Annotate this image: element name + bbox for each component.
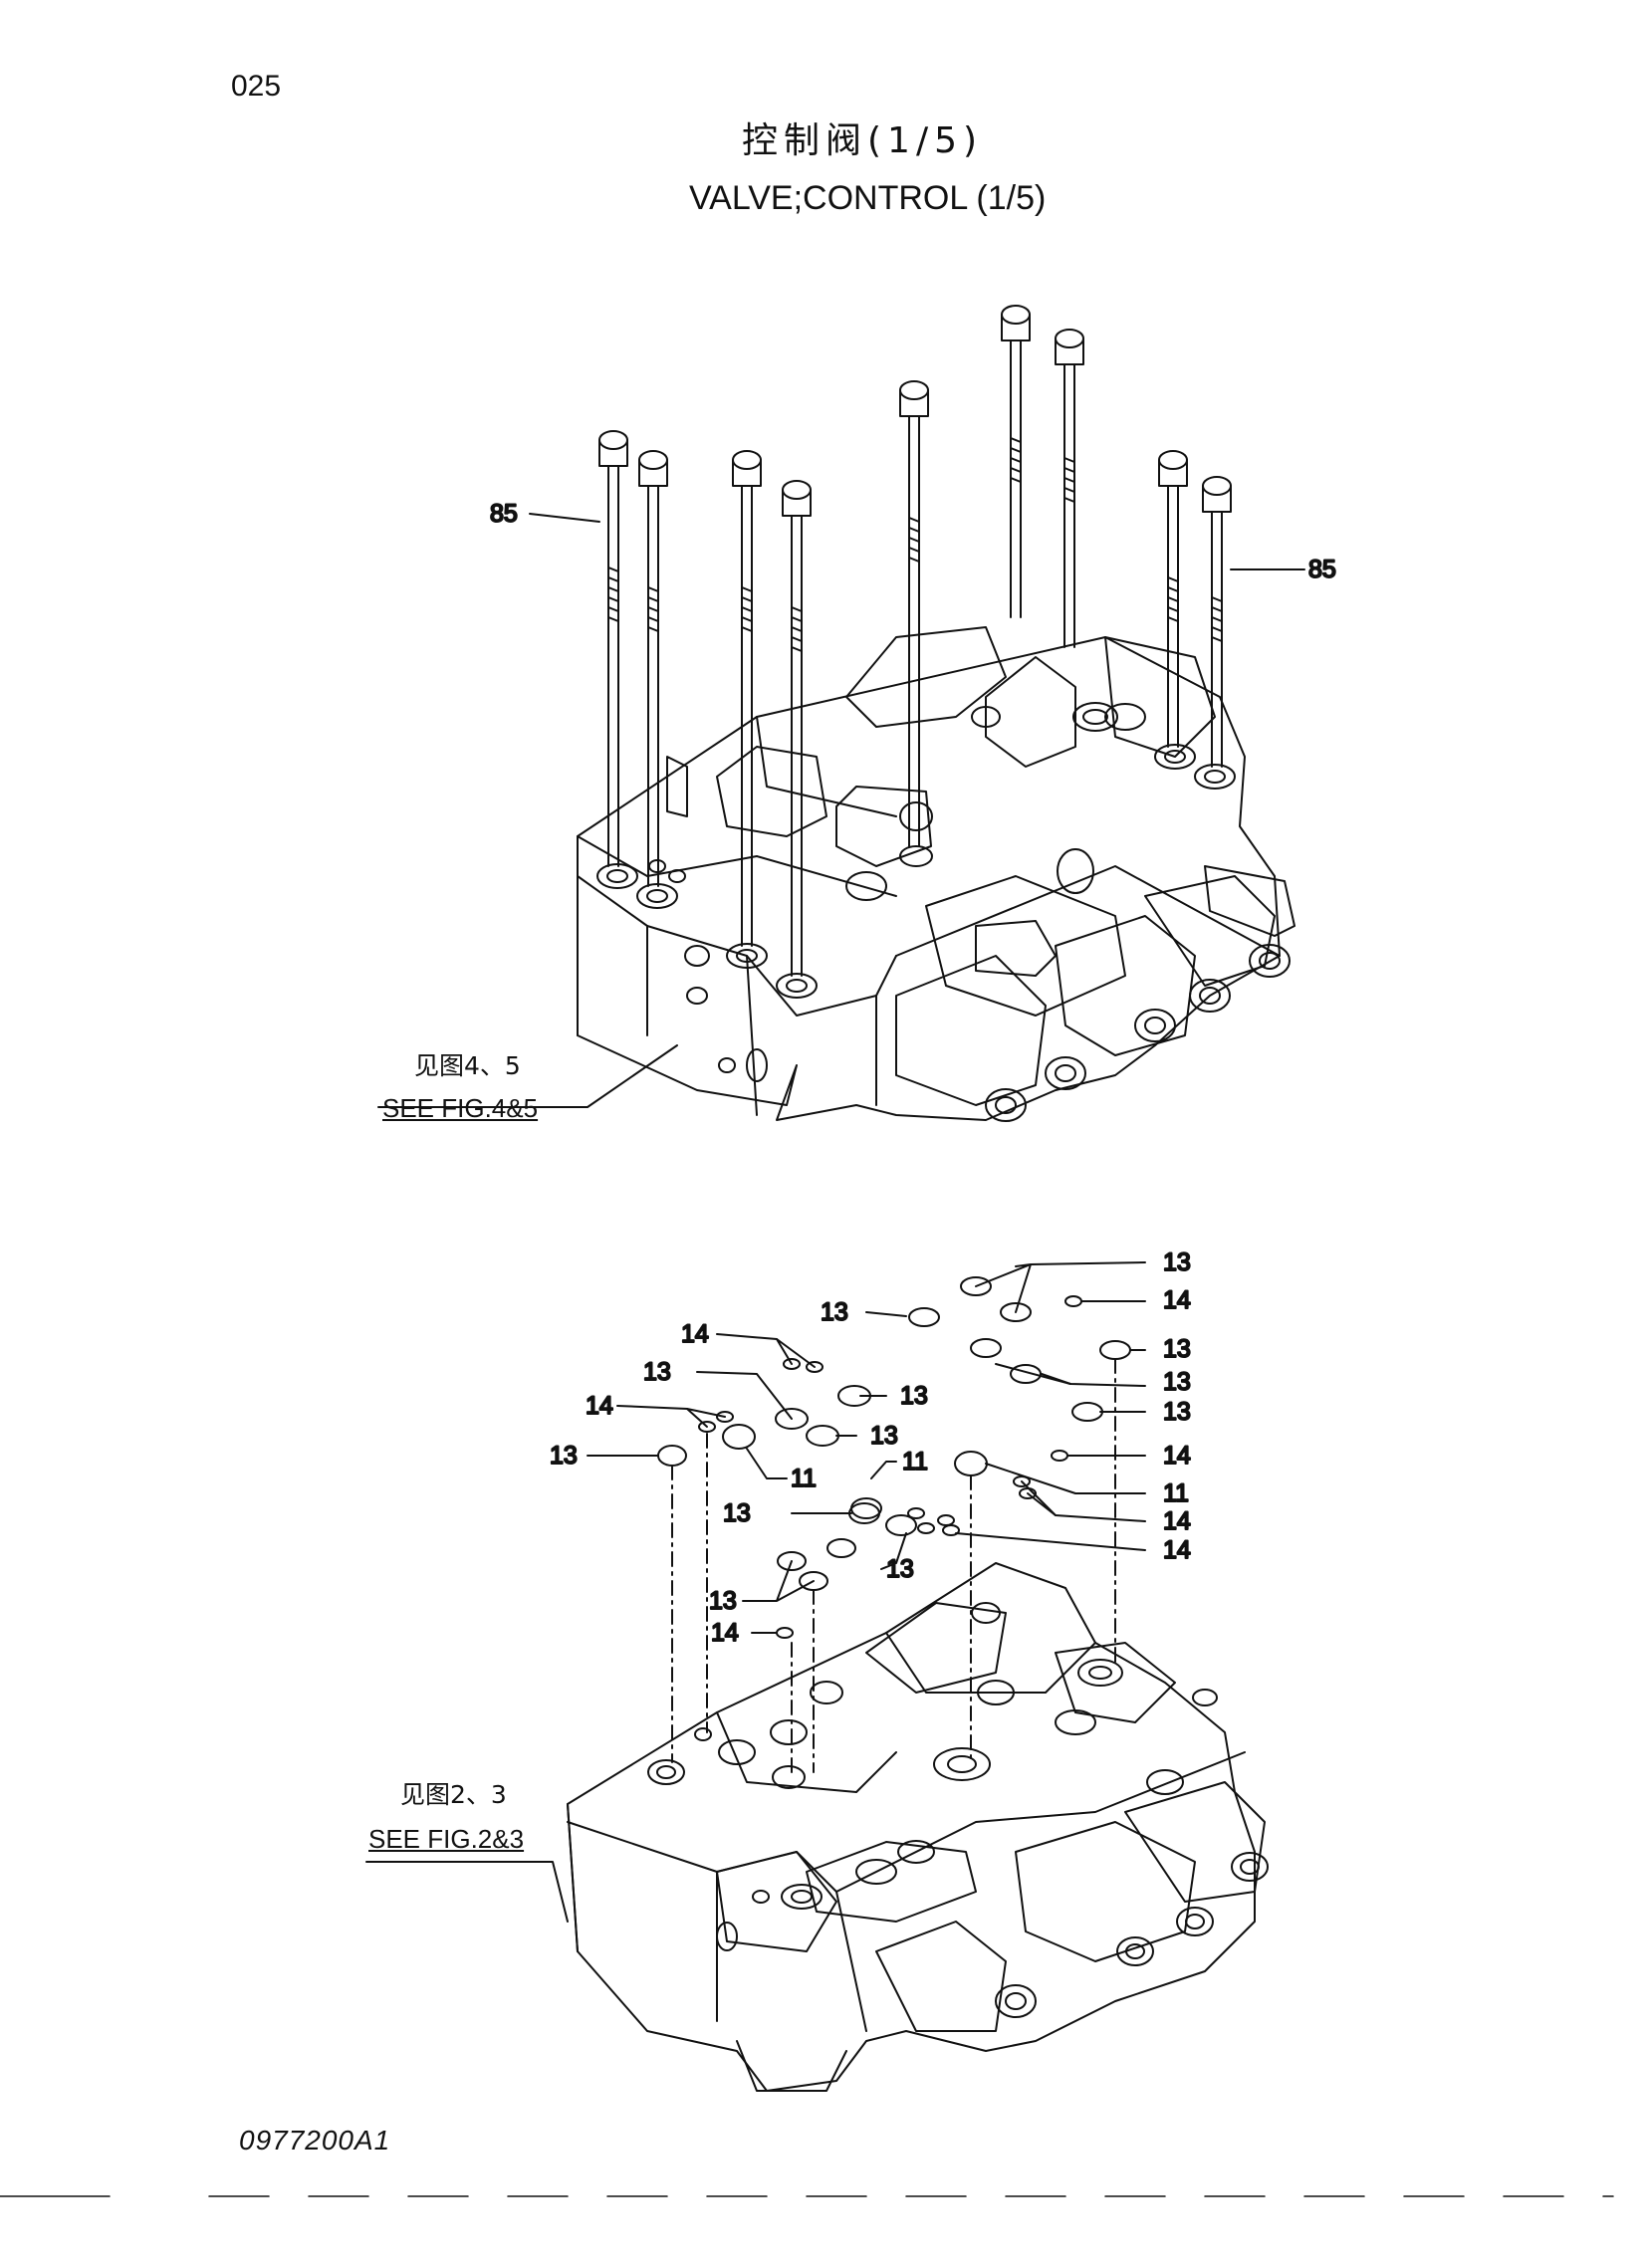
label-11: 11 [791,1465,817,1492]
page-number: 025 [231,70,282,103]
label-11: 11 [902,1448,928,1475]
label-13: 13 [1163,1335,1191,1363]
upper-valve-body [577,626,1296,1122]
label-13: 13 [550,1442,578,1470]
see-fig-2-3-en: SEE FIG.2&3 [368,1824,525,1854]
label-13: 13 [900,1382,928,1410]
label-13: 13 [1163,1398,1191,1426]
title-chinese: 控制阀(1/5) [742,120,984,161]
document-number: 0977200A1 [239,2125,391,2155]
title-english: VALVE;CONTROL (1/5) [689,179,1047,217]
o-rings [657,1276,1131,1639]
label-13: 13 [709,1587,737,1615]
label-85-left: 85 [490,500,518,528]
label-13: 13 [886,1555,914,1583]
see-fig-4-5-en: SEE FIG.4&5 [382,1093,539,1123]
label-14: 14 [1163,1507,1191,1535]
label-14: 14 [1163,1536,1191,1564]
label-13: 13 [643,1358,671,1386]
label-14: 14 [711,1619,739,1647]
label-14: 14 [1163,1286,1191,1314]
center-lines [671,1358,1116,1773]
label-14: 14 [586,1392,613,1420]
label-85-right: 85 [1308,556,1336,583]
bolts-85 [529,305,1305,977]
see-fig-4-5-cn: 见图4、5 [414,1051,521,1080]
label-13: 13 [821,1298,848,1326]
label-13: 13 [1163,1368,1191,1396]
leader-lines [587,1261,1146,1634]
label-14: 14 [681,1320,709,1348]
label-13: 13 [870,1422,898,1450]
label-11: 11 [1163,1479,1189,1507]
label-13: 13 [1163,1248,1191,1276]
see-fig-2-3-cn: 见图2、3 [400,1780,507,1809]
label-14: 14 [1163,1442,1191,1470]
label-13: 13 [723,1499,751,1527]
lower-valve-body [567,1562,1269,2092]
